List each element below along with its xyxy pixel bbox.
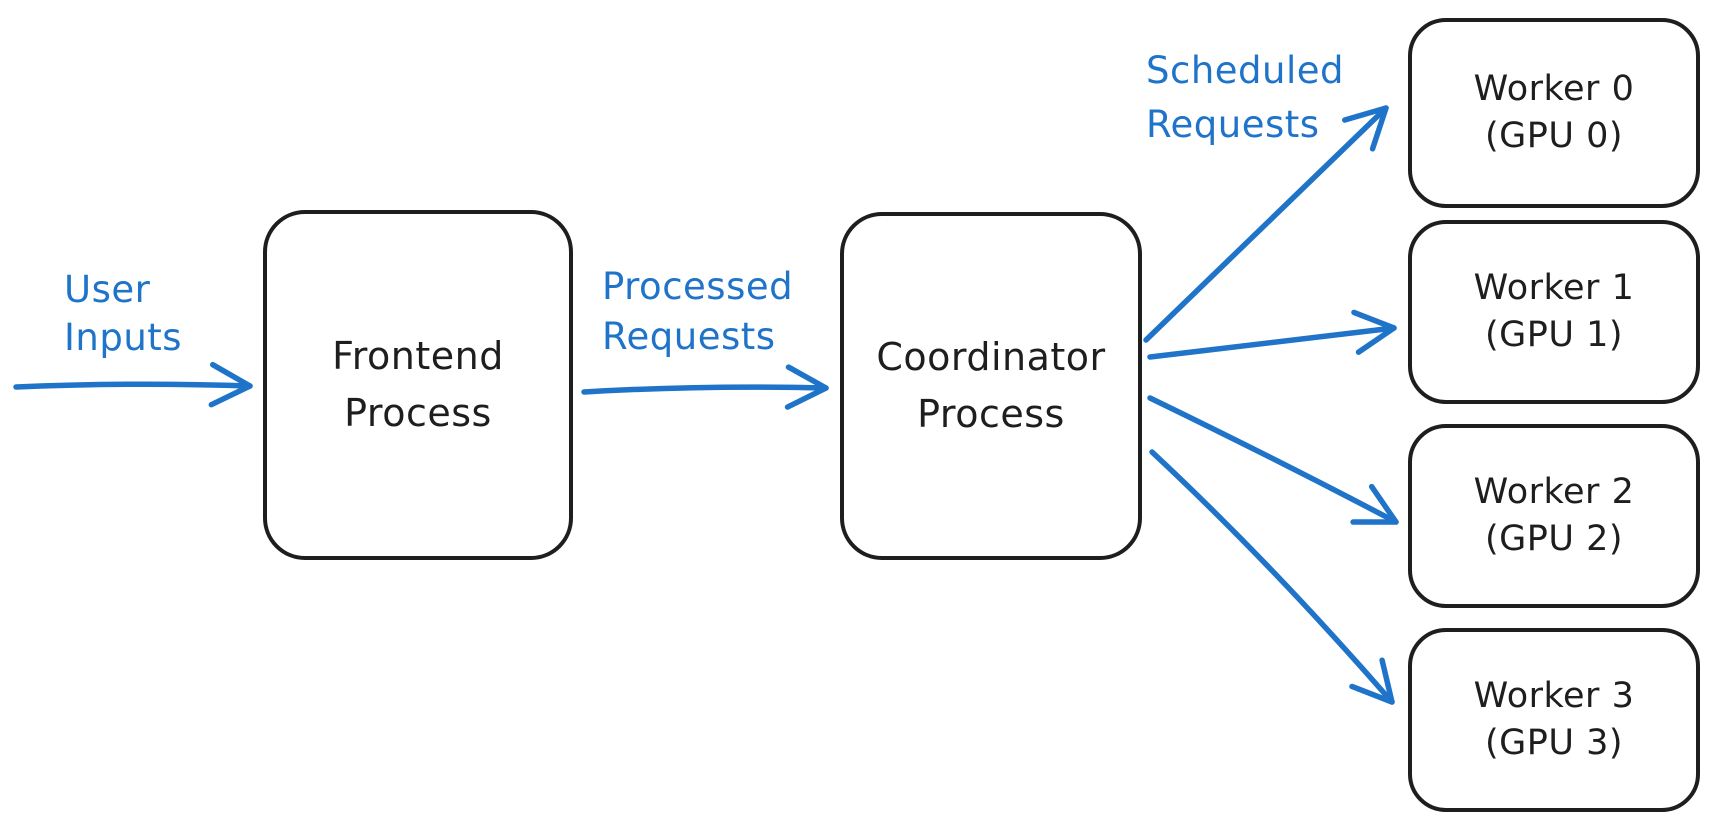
worker-1-label-line1: Worker 1 — [1473, 268, 1635, 308]
scheduled-requests-label-line1: Scheduled — [1146, 49, 1345, 92]
coordinator-process-node: Coordinator Process — [840, 212, 1142, 560]
frontend-process-label-line2: Process — [344, 391, 492, 435]
user-inputs-label: User Inputs — [64, 266, 182, 362]
worker-2-label-line1: Worker 2 — [1473, 472, 1635, 512]
processed-requests-label-line1: Processed — [602, 265, 794, 308]
worker-2-label-line2: (GPU 2) — [1484, 519, 1624, 559]
worker-0-label-line2: (GPU 0) — [1484, 116, 1624, 156]
coordinator-process-label-line1: Coordinator — [876, 335, 1106, 379]
processed-requests-label-line2: Requests — [602, 315, 776, 358]
user-inputs-label-line1: User — [64, 268, 151, 311]
worker-1-label-line2: (GPU 1) — [1484, 315, 1624, 355]
processed-requests-label: Processed Requests — [602, 262, 793, 362]
worker-3-label-line2: (GPU 3) — [1484, 723, 1624, 763]
processed-requests-arrow — [581, 364, 829, 410]
coordinator-process-label-line2: Process — [917, 392, 1065, 436]
scheduled-requests-label: Scheduled Requests — [1146, 44, 1344, 152]
frontend-process-node: Frontend Process — [263, 210, 573, 560]
scheduled-arrow-worker-1 — [1147, 309, 1397, 360]
scheduled-arrow-worker-3 — [1149, 449, 1395, 705]
worker-0-label-line1: Worker 0 — [1473, 69, 1635, 109]
worker-3-node: Worker 3 (GPU 3) — [1408, 628, 1700, 812]
worker-3-label-line1: Worker 3 — [1473, 676, 1635, 716]
worker-0-node: Worker 0 (GPU 0) — [1408, 18, 1700, 208]
worker-2-node: Worker 2 (GPU 2) — [1408, 424, 1700, 608]
scheduled-requests-label-line2: Requests — [1146, 103, 1320, 146]
user-inputs-arrow — [13, 361, 253, 408]
user-inputs-label-line2: Inputs — [64, 316, 183, 359]
frontend-process-label-line1: Frontend — [332, 334, 504, 378]
scheduled-arrow-worker-2 — [1147, 395, 1399, 525]
worker-1-node: Worker 1 (GPU 1) — [1408, 220, 1700, 404]
